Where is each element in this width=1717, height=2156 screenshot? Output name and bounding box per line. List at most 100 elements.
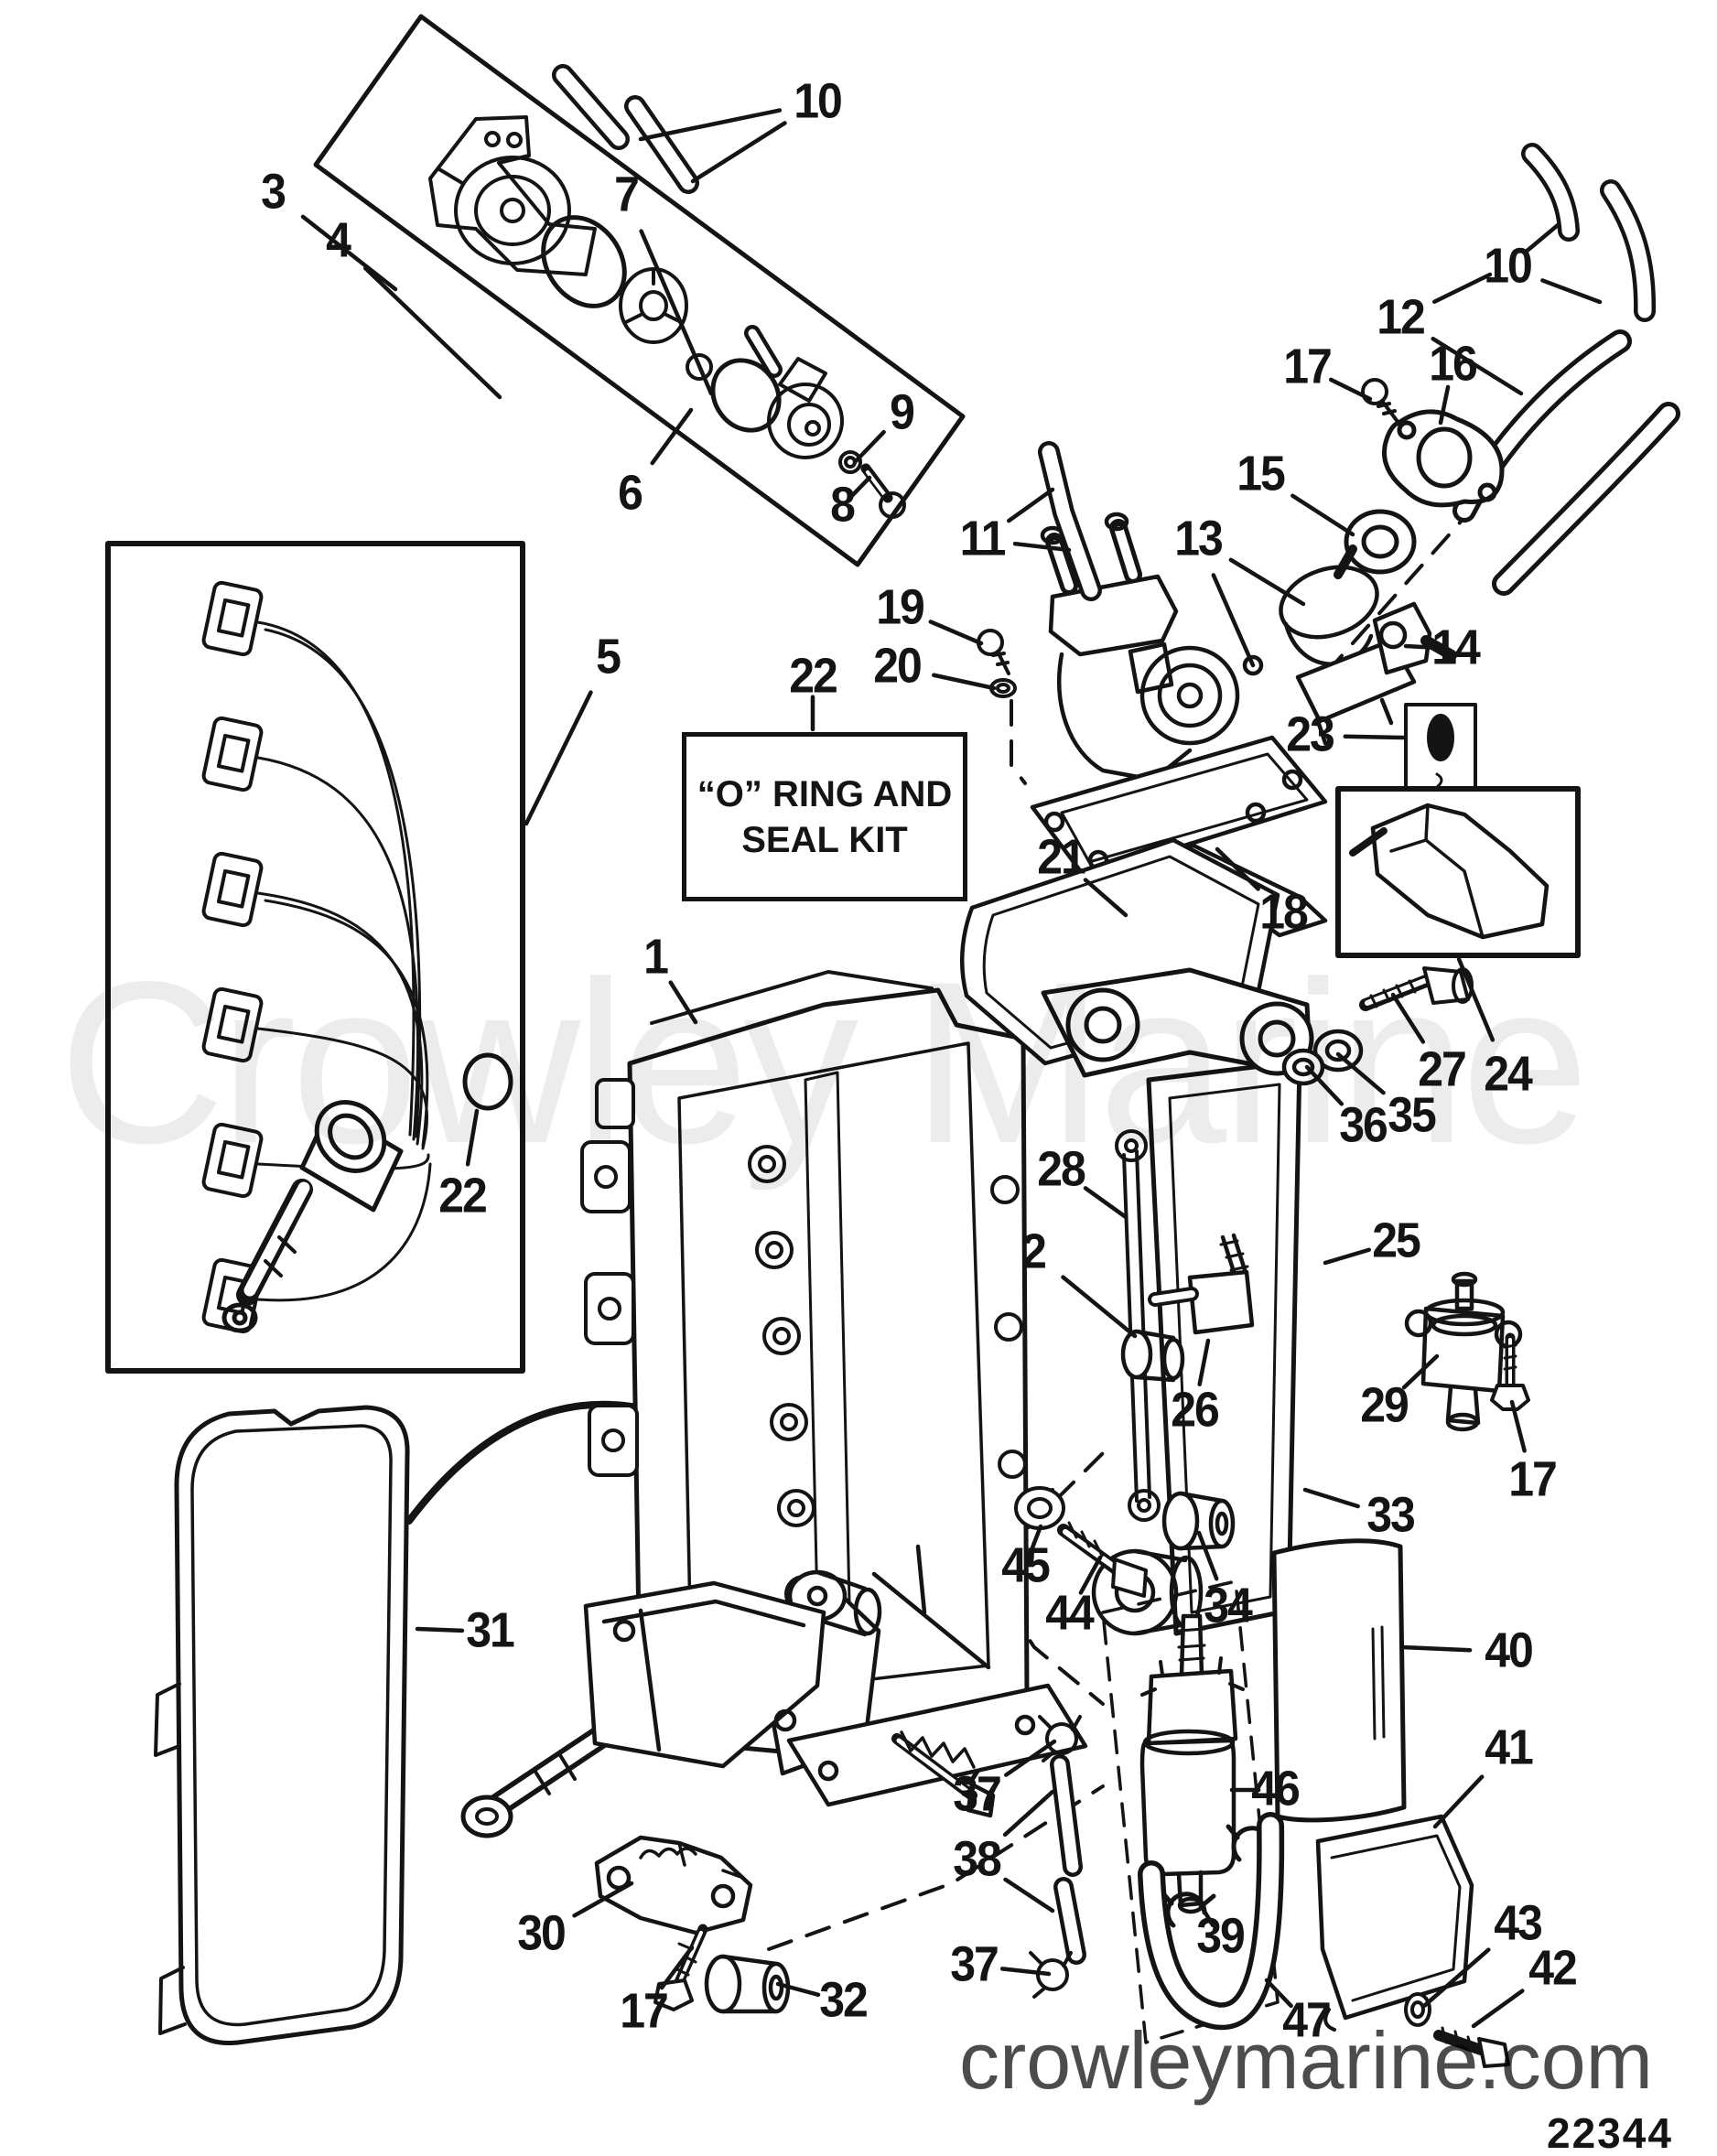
bracket-part-art (428, 115, 597, 276)
leader-line-28 (1083, 1186, 1128, 1220)
o-ring-small-art (686, 353, 713, 381)
leader-line-36 (1304, 1064, 1344, 1106)
harness-wires-art (256, 620, 432, 1302)
bolt-44-washer-45-art (1014, 1486, 1148, 1598)
roller-32-art (704, 1954, 791, 2014)
leader-line-31 (415, 1626, 465, 1633)
leader-line-3 (300, 214, 398, 292)
o-ring-22-art (462, 1052, 513, 1111)
leader-line-1 (668, 980, 698, 1025)
clamps-37-art (1029, 1715, 1082, 1999)
fuel-rail-assembly-art (460, 970, 1088, 1838)
flange-16-art (1382, 409, 1505, 508)
leader-line-41 (1432, 1774, 1485, 1829)
leader-line-27 (1390, 992, 1426, 1044)
tubes-38-art (1050, 1754, 1086, 1965)
leader-line-47 (1264, 1978, 1293, 2009)
injector-harness-box-art (105, 541, 525, 1374)
screw-17-top-art (1361, 378, 1400, 425)
mount-bracket-stud-art (583, 1580, 996, 1818)
drawing-number: 22344 (1547, 2109, 1673, 2156)
injector-connectors-art (201, 580, 264, 1334)
deflector-40-art (1271, 1538, 1407, 1823)
leader-line-26 (1197, 1338, 1211, 1386)
leader-line-23 (1343, 734, 1406, 740)
elbow-26-art (1148, 1233, 1255, 1335)
fitting-14-art (1372, 601, 1457, 675)
gasket-31-art (154, 1405, 410, 2046)
threaded-stud-spring-art (891, 1730, 996, 1818)
leader-line-10 (690, 121, 787, 184)
leader-line-17 (1328, 377, 1373, 402)
grommet-15-art (1344, 509, 1417, 575)
leader-line-40 (1399, 1644, 1473, 1653)
leader-line-10 (1540, 278, 1603, 305)
leader-line-2 (1061, 1275, 1138, 1339)
o-ring-seal-kit-line1: “O” RING AND (697, 773, 953, 814)
spacer-2-art (1120, 1329, 1185, 1383)
leader-line-12 (1431, 336, 1524, 396)
fuel-pump-46-art (1139, 1613, 1245, 1914)
leader-line-10 (638, 108, 783, 142)
leader-line-37 (1004, 1739, 1057, 1777)
leader-line-6 (650, 407, 694, 466)
leader-line-17 (659, 1945, 695, 1990)
leader-line-25 (1323, 1247, 1371, 1266)
link-rod-28-art (1115, 1129, 1161, 1522)
leader-line-10 (1524, 222, 1560, 253)
leader-line-5 (524, 690, 593, 826)
leader-line-8 (850, 475, 872, 498)
pump-dashed-box (1101, 1579, 1280, 2044)
leader-line-15 (1290, 493, 1355, 537)
leader-line-12 (1431, 272, 1493, 305)
leader-line-9 (852, 429, 886, 465)
leader-line-30 (572, 1881, 634, 1918)
leader-line-16 (1438, 384, 1451, 426)
leader-line-22 (465, 1108, 480, 1167)
bolt-17-bottom-art (653, 1924, 708, 2011)
leader-line-20 (932, 673, 997, 691)
leader-line-39 (1198, 1903, 1215, 1927)
leader-line-33 (1302, 1487, 1360, 1509)
o-ring-seal-kit-label-box: “O” RING AND SEAL KIT (682, 732, 967, 901)
bracket-25-art (1041, 967, 1314, 1636)
leader-line-38 (1002, 1789, 1055, 1838)
bolt-42-washer-43-art (1404, 1992, 1510, 2068)
leader-line-11 (1007, 487, 1055, 523)
leader-line-43 (1421, 1947, 1491, 2009)
bolt-17-mid-art (1490, 1332, 1530, 1411)
leader-line-18 (1215, 846, 1260, 891)
bracket-30-art (594, 1835, 753, 1935)
leader-line-13 (1228, 557, 1306, 607)
leader-line-34 (1196, 1530, 1219, 1581)
rail-mount-tabs-art (580, 1078, 1027, 1479)
seal-kit-box-art (313, 14, 966, 567)
pump-housing-art (437, 156, 571, 265)
leader-line-11 (1012, 541, 1072, 553)
leader-line-4 (363, 265, 502, 400)
leader-line-24 (1456, 956, 1496, 1042)
leader-line-21 (1083, 878, 1128, 918)
leader-line-35 (1335, 1051, 1386, 1095)
callout-leader-lines (300, 108, 1603, 2029)
leader-line-32 (775, 1981, 821, 1998)
elbow-fitting-art (744, 325, 844, 459)
o-ring-7b-art (710, 358, 782, 433)
leader-line-45 (1029, 1524, 1043, 1554)
leader-line-29 (1401, 1353, 1440, 1390)
leader-line-19 (928, 620, 984, 646)
leader-line-38 (1003, 1877, 1055, 1913)
leader-line-37 (999, 1967, 1052, 1977)
leader-line-13 (1211, 573, 1256, 668)
leader-line-44 (1078, 1555, 1103, 1595)
bolt-27-art (1359, 966, 1474, 1011)
o-ring-7a-art (541, 215, 627, 308)
leader-line-14 (1403, 643, 1439, 651)
o-ring-seal-kit-line2: SEAL KIT (741, 819, 908, 860)
anode-box-24-art (1335, 786, 1581, 958)
cover-41-art (1315, 1814, 1474, 2032)
leader-line-7 (639, 229, 714, 396)
bushing-34-art (1161, 1491, 1236, 1551)
